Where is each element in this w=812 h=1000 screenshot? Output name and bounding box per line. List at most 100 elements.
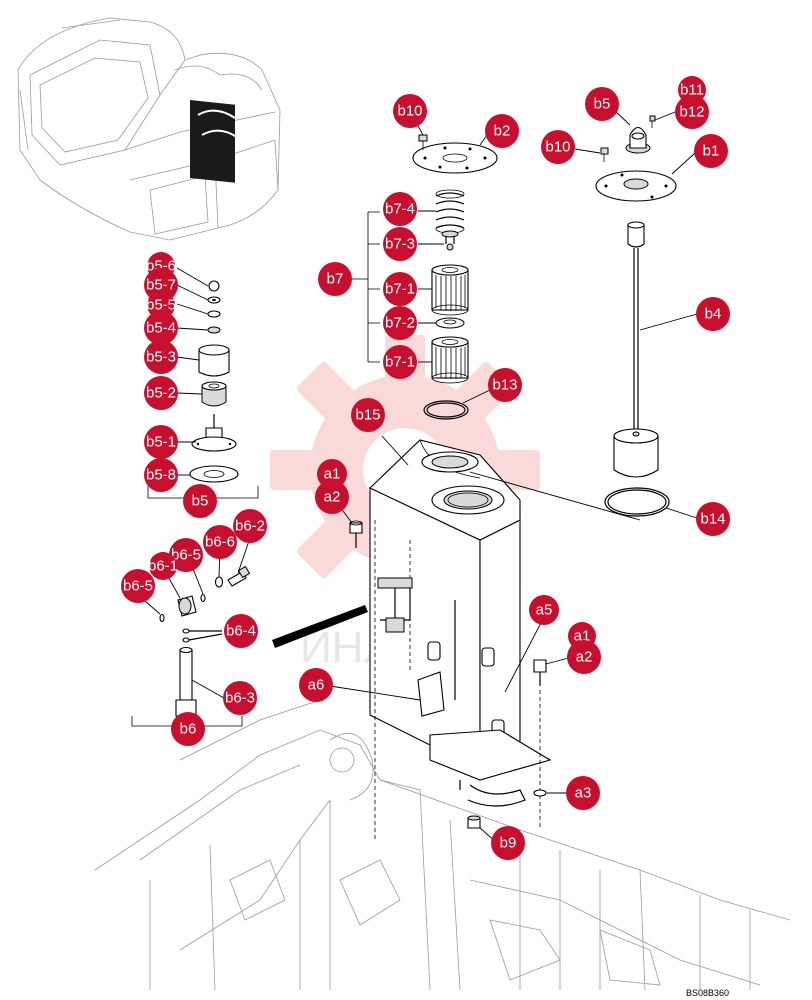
svg-text:a5: a5 <box>536 602 553 619</box>
svg-text:b5-1: b5-1 <box>146 434 176 451</box>
figure-reference-code: BS08B360 <box>686 988 729 998</box>
callout-b6-6: b6-6 <box>203 525 237 559</box>
callout-b6-1: b6-1 <box>148 552 178 580</box>
callout-b5-5: b5-5 <box>146 291 176 319</box>
part-b15-hydraulic-tank <box>369 439 552 840</box>
part-b5-breather-assembly-top <box>625 126 651 154</box>
callout-b7-4: b7-4 <box>383 192 417 226</box>
svg-text:b6: b6 <box>180 721 197 738</box>
part-a2-bolt-right <box>533 659 547 686</box>
svg-text:b5: b5 <box>594 96 611 113</box>
leader-lines <box>137 109 698 844</box>
svg-text:b9: b9 <box>500 835 517 852</box>
svg-text:b11: b11 <box>680 82 704 99</box>
part-b5-5-washer <box>207 310 221 318</box>
part-b4-float-gauge <box>613 221 659 478</box>
callout-b5-group: b5 <box>183 484 217 518</box>
part-b7-filter-assembly <box>350 189 469 384</box>
svg-text:b7-1: b7-1 <box>385 354 415 371</box>
svg-text:b6-5: b6-5 <box>123 578 153 595</box>
callout-b9: b9 <box>491 826 525 860</box>
svg-text:b5-5: b5-5 <box>146 297 176 314</box>
callout-b6-group: b6 <box>171 712 205 746</box>
callout-b13: b13 <box>488 368 522 402</box>
part-b5-2-element <box>201 381 227 407</box>
part-b10-bolt-right <box>600 147 609 162</box>
part-a2-bolt-left <box>349 520 363 548</box>
callout-b12: b12 <box>675 95 709 129</box>
part-b6-6-washer <box>214 576 224 588</box>
svg-text:b6-4: b6-4 <box>226 623 256 640</box>
part-a6-level-gauge-link <box>272 577 413 648</box>
part-b6-4-clip <box>182 628 223 643</box>
callout-b5-8: b5-8 <box>144 458 178 492</box>
callout-b15: b15 <box>351 398 385 432</box>
svg-text:a1: a1 <box>324 466 341 483</box>
part-b6-3-rod <box>175 646 197 717</box>
callout-b5: b5 <box>585 87 619 121</box>
svg-text:b5-2: b5-2 <box>146 385 176 402</box>
callout-b5-4: b5-4 <box>144 311 178 345</box>
svg-text:b5-3: b5-3 <box>146 349 176 366</box>
svg-text:b7-2: b7-2 <box>385 315 415 332</box>
svg-text:b15: b15 <box>355 407 380 424</box>
svg-text:b5-4: b5-4 <box>146 320 176 337</box>
callout-b6-3: b6-3 <box>223 681 257 715</box>
part-b7-1-filter-element-lower <box>431 336 469 384</box>
svg-text:b10: b10 <box>397 103 422 120</box>
callout-b5-3: b5-3 <box>144 340 178 374</box>
svg-text:b6-6: b6-6 <box>205 534 235 551</box>
svg-text:b6-3: b6-3 <box>225 690 255 707</box>
svg-text:a6: a6 <box>308 677 325 694</box>
part-b6-exploded-group <box>131 565 251 727</box>
callout-a5: a5 <box>529 595 559 625</box>
callout-b14: b14 <box>696 502 730 536</box>
callout-a1-left: a1 <box>317 459 347 489</box>
part-b2-cover-plate <box>412 142 498 174</box>
part-b13-o-ring <box>423 400 469 420</box>
part-b7-2-ring <box>435 317 465 329</box>
callout-b10-right: b10 <box>541 130 575 164</box>
callout-a6: a6 <box>299 668 333 702</box>
callout-b5-1: b5-1 <box>144 425 178 459</box>
part-b5-3-cover <box>198 344 230 377</box>
svg-text:b4: b4 <box>705 306 722 323</box>
svg-text:a2: a2 <box>324 489 341 506</box>
callout-b5-7: b5-7 <box>144 268 178 302</box>
callout-a3: a3 <box>566 776 600 810</box>
svg-text:b7-3: b7-3 <box>385 236 415 253</box>
part-b6-5-washer-left <box>159 613 165 623</box>
callout-b7-1-upper: b7-1 <box>383 272 417 306</box>
svg-text:b6-1: b6-1 <box>148 558 178 575</box>
part-b6-5-washer-top <box>200 593 206 603</box>
callout-b6-2: b6-2 <box>233 509 267 543</box>
callout-b7-1-lower: b7-1 <box>383 345 417 379</box>
svg-text:b7-4: b7-4 <box>385 201 415 218</box>
svg-text:b6-2: b6-2 <box>235 518 265 535</box>
svg-text:b12: b12 <box>679 104 704 121</box>
callout-a2-left: a2 <box>315 480 349 514</box>
svg-text:a2: a2 <box>576 649 593 666</box>
svg-text:a3: a3 <box>575 785 592 802</box>
part-b5-7-washer <box>207 296 221 304</box>
part-b5-1-body <box>191 414 237 452</box>
part-a3-washer <box>533 789 547 797</box>
svg-text:b5-7: b5-7 <box>146 277 176 294</box>
part-b7-4-spring <box>435 189 465 234</box>
callout-b7-2: b7-2 <box>383 306 417 340</box>
part-b7-1-filter-element-upper <box>431 264 469 316</box>
part-b1-cover-plate <box>595 170 677 202</box>
svg-text:b13: b13 <box>492 377 517 394</box>
part-b9-plug <box>467 815 481 829</box>
svg-text:b7: b7 <box>327 271 344 288</box>
excavator-cab-thumbnail <box>17 17 281 241</box>
callout-b7-3: b7-3 <box>383 227 417 261</box>
callout-b2: b2 <box>485 114 519 148</box>
svg-text:b7-1: b7-1 <box>385 281 415 298</box>
part-b14-o-ring <box>604 487 670 517</box>
svg-text:b1: b1 <box>703 143 720 160</box>
svg-text:b14: b14 <box>700 511 725 528</box>
svg-text:b5-8: b5-8 <box>146 467 176 484</box>
svg-text:b5: b5 <box>192 493 209 510</box>
